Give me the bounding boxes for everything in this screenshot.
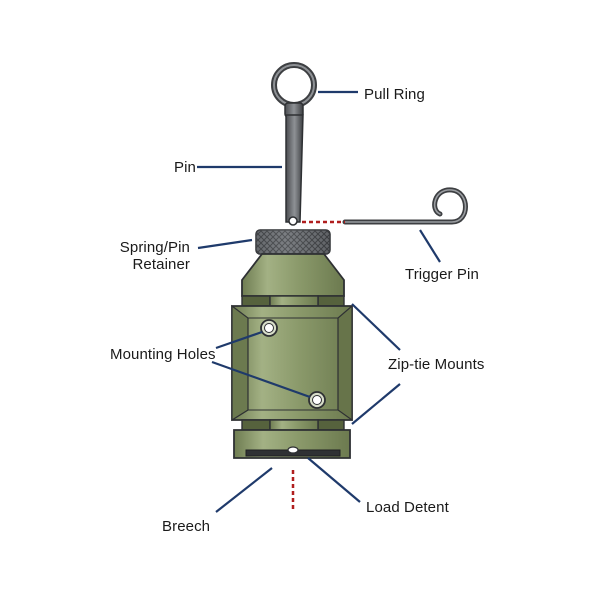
trigger-pin-label: Trigger Pin: [405, 266, 479, 283]
trigger-pin: [342, 187, 468, 225]
device-body: [231, 253, 353, 459]
mounting-holes-leader-upper: [215, 330, 263, 350]
pin-label: Pin: [174, 159, 196, 176]
load-detent-label: Load Detent: [366, 499, 449, 516]
pin-shaft: [284, 102, 304, 226]
pull-ring-label: Pull Ring: [364, 86, 425, 103]
zip-tie-leader-upper: [351, 303, 401, 351]
retainer-leader: [197, 238, 253, 250]
pull-ring: [271, 62, 317, 108]
spring-pin-retainer-label: Spring/Pin Retainer: [118, 239, 190, 273]
mounting-holes-label: Mounting Holes: [110, 346, 216, 363]
spring-pin-retainer: [255, 229, 331, 255]
zip-tie-leader-lower: [351, 383, 401, 425]
load-detent-leader: [307, 457, 361, 503]
spring-pin-retainer-label-line1: Spring/Pin: [119, 239, 190, 256]
mounting-holes-leader-lower: [211, 360, 311, 399]
breech-leader: [215, 467, 273, 513]
breech-label: Breech: [162, 518, 211, 535]
zip-tie-mounts-label: Zip-tie Mounts: [388, 356, 485, 373]
spring-pin-retainer-label-line2: Retainer: [132, 256, 190, 273]
trigger-pin-leader: [419, 229, 441, 263]
mounting-hole-lower: [308, 391, 326, 409]
mounting-hole-upper: [260, 319, 278, 337]
